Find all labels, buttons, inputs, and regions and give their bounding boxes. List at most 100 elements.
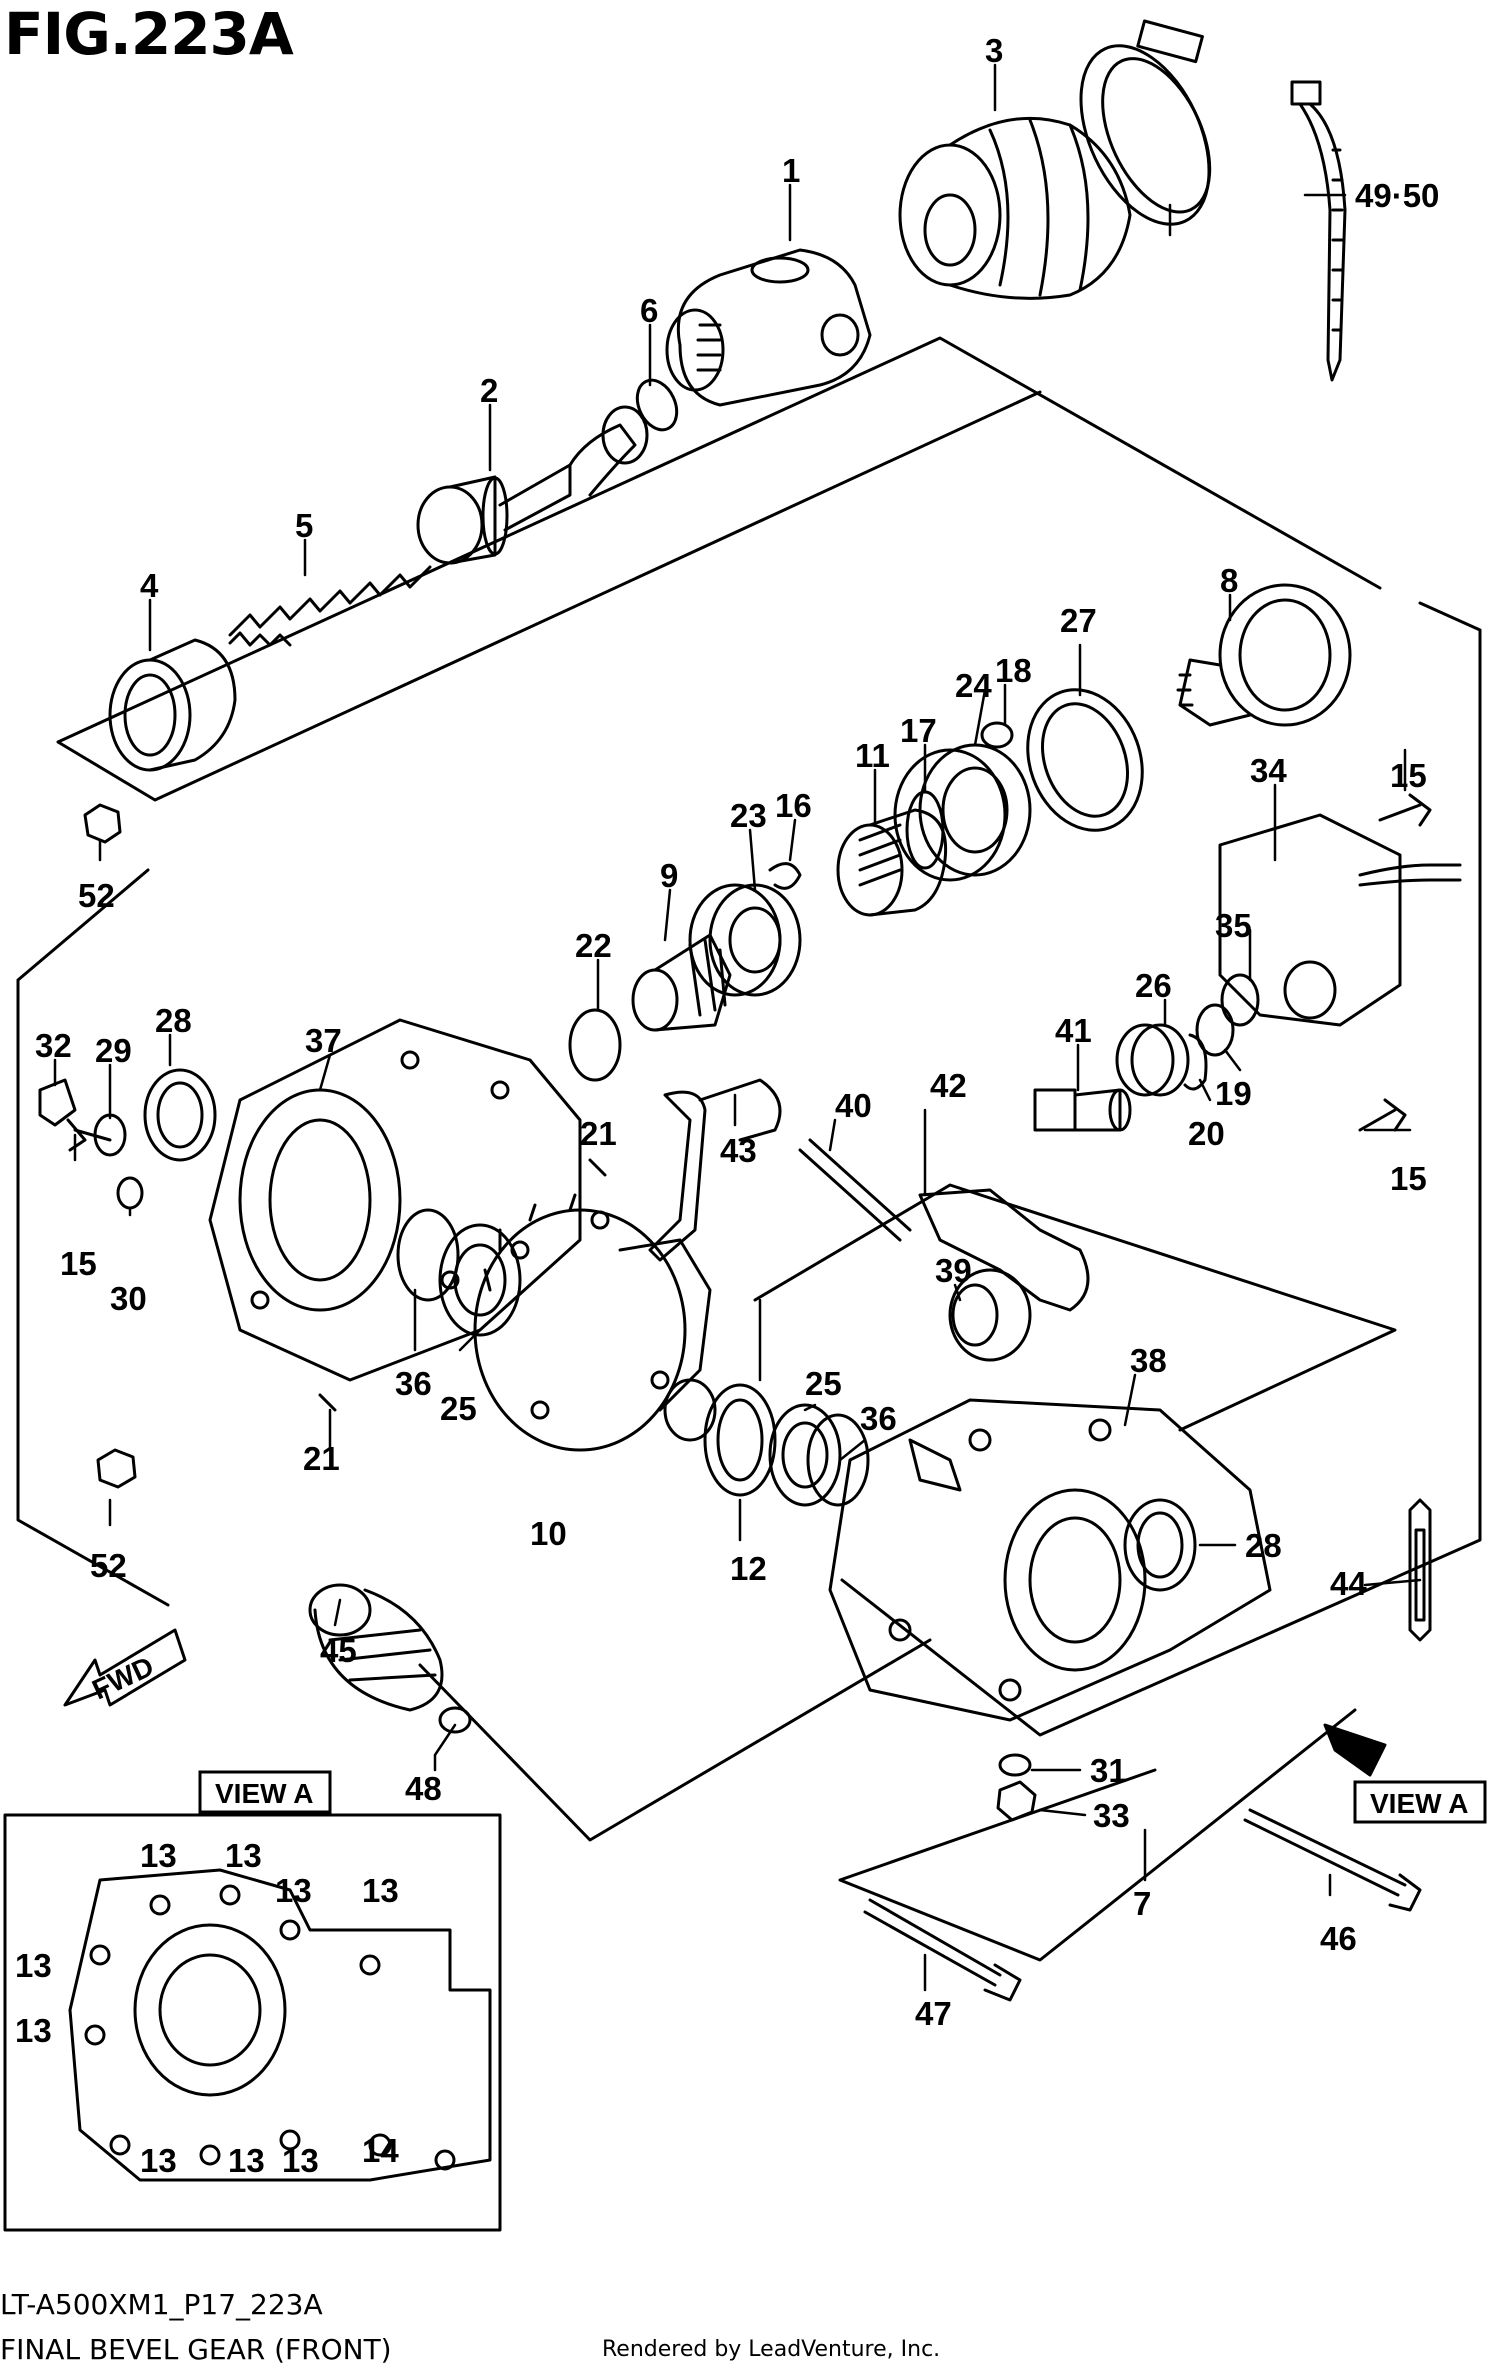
diagram-code: LT-A500XM1_P17_223A <box>0 2288 323 2321</box>
pinion-drive-gear <box>1176 583 1352 727</box>
callout-15b: 15 <box>1390 1160 1427 1197</box>
callout-2: 2 <box>480 372 498 409</box>
bolt-15-a <box>1378 793 1432 827</box>
breather-bracket <box>1408 1498 1432 1642</box>
diagram-name: FINAL BEVEL GEAR (FRONT) <box>0 2333 392 2366</box>
callout-48: 48 <box>405 1770 442 1807</box>
fwd-arrow <box>63 1628 187 1707</box>
view-a-arrow <box>1323 1723 1387 1777</box>
callout-17: 17 <box>900 712 937 749</box>
callout-28b: 28 <box>1245 1527 1282 1564</box>
shim-36-left <box>396 1208 460 1302</box>
callout-15c: 15 <box>60 1245 97 1282</box>
callout-25a: 25 <box>440 1390 477 1427</box>
center-bracket <box>753 1183 1397 1432</box>
bearing-25-left <box>438 1223 522 1337</box>
dowel-pin-upper <box>588 1158 607 1177</box>
propeller-shaft <box>416 405 649 565</box>
callout-24: 24 <box>955 667 992 704</box>
inset-callout-13e: 13 <box>15 1947 52 1984</box>
callout-49-50: 49·50 <box>1355 177 1439 214</box>
callout-36b: 36 <box>860 1400 897 1437</box>
inset-callout-13c: 13 <box>275 1872 312 1909</box>
callout-32: 32 <box>35 1027 72 1064</box>
final-gear-case <box>828 1398 1272 1722</box>
housing-group-outline <box>16 601 1482 1737</box>
hose-clip <box>438 1706 472 1734</box>
callout-46: 46 <box>1320 1920 1357 1957</box>
lower-bracket <box>838 1708 1357 1962</box>
callout-28a: 28 <box>155 1002 192 1039</box>
drive-pinion <box>631 933 732 1032</box>
pilot-bearing <box>568 1008 622 1082</box>
callout-51b: 52 <box>90 1547 127 1584</box>
clutch-sleeve <box>948 1268 1032 1362</box>
callout-3: 3 <box>985 32 1003 69</box>
callout-4: 4 <box>140 567 159 604</box>
snap-ring-20 <box>1183 1033 1208 1091</box>
inset-callout-13f: 13 <box>15 2012 52 2049</box>
callout-30: 30 <box>110 1280 147 1317</box>
breather-boot <box>308 1583 444 1712</box>
retaining-ring <box>905 790 945 870</box>
oil-seal-left <box>143 1068 217 1162</box>
bolt-47 <box>863 1898 1022 2002</box>
callout-34: 34 <box>1250 752 1287 789</box>
washer-30 <box>116 1176 144 1210</box>
shift-fork-42 <box>918 1188 1090 1312</box>
oil-seal-12 <box>703 1383 777 1497</box>
callout-18: 18 <box>995 652 1032 689</box>
bearing-25-right <box>768 1403 842 1507</box>
callout-40: 40 <box>835 1087 872 1124</box>
differential-gear <box>473 1193 717 1452</box>
inset-cover-drawing <box>68 1868 492 2182</box>
dowel-pin-lower <box>318 1393 337 1412</box>
inset-callout-14: 14 <box>362 2132 399 2169</box>
inset-callouts: 13 13 13 13 13 13 13 13 13 14 <box>15 1837 399 2179</box>
part-callouts: 1 2 3 4 5 6 7 8 9 10 11 12 15 15 15 16 1… <box>35 32 1439 2032</box>
callout-29: 29 <box>95 1032 132 1069</box>
view-a-arrow-label-box <box>1353 1780 1487 1824</box>
callout-7: 7 <box>1133 1885 1151 1922</box>
callout-9: 9 <box>660 857 678 894</box>
bolt-15-b <box>1358 1098 1407 1132</box>
drain-plug-33 <box>996 1780 1037 1822</box>
view-a-arrow-label: VIEW A <box>1370 1788 1469 1819</box>
speed-sensor <box>1033 1088 1132 1132</box>
needle-bearing <box>836 808 948 917</box>
rubber-boot <box>898 116 1132 300</box>
callout-36a: 36 <box>395 1365 432 1402</box>
callout-23: 23 <box>730 797 767 834</box>
housing-cover <box>208 1018 582 1382</box>
callout-21b: 21 <box>303 1440 340 1477</box>
callout-22: 22 <box>575 927 612 964</box>
bolt-46 <box>1243 1808 1422 1912</box>
washer-31 <box>998 1753 1032 1777</box>
callout-10: 10 <box>530 1515 567 1552</box>
callout-33: 33 <box>1093 1797 1130 1834</box>
view-a-label-box <box>198 1770 332 1814</box>
inset-callout-13d: 13 <box>362 1872 399 1909</box>
callout-38: 38 <box>1130 1342 1167 1379</box>
callout-21a: 21 <box>580 1115 617 1152</box>
callout-51a: 52 <box>78 877 115 914</box>
callout-1: 1 <box>782 152 800 189</box>
view-a-inset <box>3 1813 502 2232</box>
compression-spring <box>228 565 432 647</box>
shaft-group-outline <box>56 336 1382 802</box>
inset-callout-13b: 13 <box>225 1837 262 1874</box>
callout-44: 44 <box>1330 1565 1367 1602</box>
view-a-inset-label: VIEW A <box>215 1778 314 1809</box>
callout-8: 8 <box>1220 562 1238 599</box>
callout-15a: 15 <box>1390 757 1427 794</box>
callout-6: 6 <box>640 292 658 329</box>
shift-fork-43 <box>648 1078 782 1262</box>
callout-42: 42 <box>930 1067 967 1104</box>
callout-5: 5 <box>295 507 313 544</box>
circlip <box>980 721 1014 749</box>
drain-plug-32 <box>38 1078 77 1127</box>
cable-tie <box>1290 80 1347 382</box>
hose-clamp <box>1079 19 1212 226</box>
callout-45: 45 <box>320 1632 357 1669</box>
